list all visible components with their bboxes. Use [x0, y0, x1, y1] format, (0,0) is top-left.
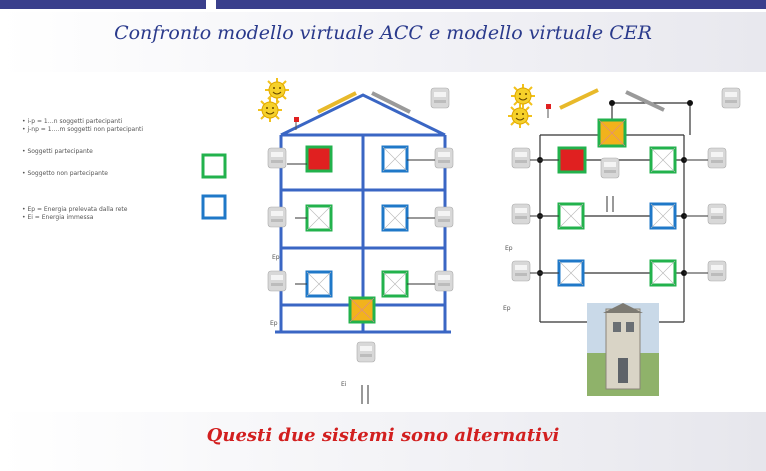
legend-line: • j-np = 1….m soggetti non partecipanti — [22, 126, 144, 133]
legend-non-participant-square — [201, 194, 227, 220]
top-accent-bar — [0, 0, 206, 9]
footer-caption: Questi due sistemi sono alternativi — [206, 425, 560, 446]
ei-label: Ei — [341, 381, 347, 388]
sun-icon — [507, 103, 533, 129]
acc-unit-squares — [305, 145, 409, 324]
ep-label: Ep — [270, 320, 278, 327]
acc-meters — [267, 87, 454, 404]
title-band — [0, 12, 766, 72]
legend: • i-p = 1…n soggetti partecipanti • j-np… — [22, 118, 143, 222]
slide-title: Confronto modello virtuale ACC e modello… — [114, 22, 652, 44]
cer-unit-squares — [557, 118, 677, 287]
legend-line: • i-p = 1…n soggetti partecipanti — [22, 118, 123, 125]
legend-line: • Soggetto non partecipante — [22, 170, 108, 177]
footer-band — [0, 412, 766, 471]
sun-icon — [264, 77, 290, 103]
acc-building — [275, 91, 451, 334]
sun-icon — [257, 97, 283, 123]
sun-icon — [510, 83, 536, 109]
legend-line: • Soggetti partecipante — [22, 148, 93, 155]
cer-meters — [511, 87, 741, 282]
ep-label: Ep — [505, 245, 513, 252]
ep-label: Ep — [503, 305, 511, 312]
acc-diagram-panel — [14, 72, 476, 412]
top-accent-bar-right — [216, 0, 766, 9]
substation-image — [587, 303, 659, 396]
legend-participant-square — [201, 153, 227, 179]
legend-line: • Ei = Energia immessa — [22, 214, 94, 221]
legend-line: • Ep = Energia prelevata dalla rete — [22, 206, 128, 213]
ep-label: Ep — [272, 254, 280, 261]
